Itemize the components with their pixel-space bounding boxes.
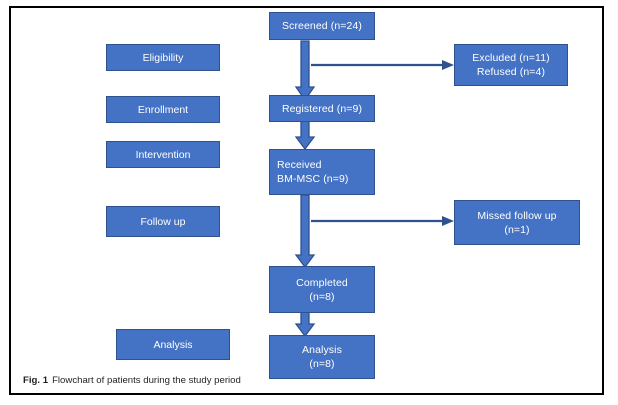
- node-missed-follow-up[interactable]: Missed follow up (n=1): [454, 200, 580, 245]
- stage-box-intervention[interactable]: Intervention: [106, 141, 220, 168]
- arrow-screened-to-excluded: [311, 60, 454, 70]
- node-label-completed: Completed (n=8): [296, 276, 348, 303]
- node-analysis[interactable]: Analysis (n=8): [269, 335, 375, 379]
- arrow-received-to-completed: [294, 194, 316, 269]
- node-excluded-refused[interactable]: Excluded (n=11) Refused (n=4): [454, 44, 568, 86]
- stage-label-eligibility: Eligibility: [142, 51, 184, 64]
- figure-frame: Eligibility Enrollment Intervention Foll…: [9, 6, 604, 395]
- flowchart-canvas: Eligibility Enrollment Intervention Foll…: [11, 8, 602, 393]
- stage-label-follow-up: Follow up: [140, 215, 186, 228]
- arrow-completed-to-analysis: [294, 311, 316, 338]
- stage-box-follow-up[interactable]: Follow up: [106, 206, 220, 237]
- stage-label-intervention: Intervention: [135, 148, 191, 161]
- figure-caption-number: Fig. 1: [23, 375, 49, 386]
- node-label-excluded-refused: Excluded (n=11) Refused (n=4): [472, 52, 550, 78]
- node-screened[interactable]: Screened (n=24): [269, 12, 375, 40]
- node-label-received-bm-msc: Received BM-MSC (n=9): [277, 159, 349, 185]
- stage-label-enrollment: Enrollment: [137, 103, 189, 116]
- arrow-screened-to-registered: [294, 40, 316, 102]
- stage-box-eligibility[interactable]: Eligibility: [106, 44, 220, 71]
- node-completed[interactable]: Completed (n=8): [269, 266, 375, 313]
- stage-box-enrollment[interactable]: Enrollment: [106, 96, 220, 123]
- figure-caption-text: Flowchart of patients during the study p…: [52, 375, 241, 386]
- node-label-registered: Registered (n=9): [281, 102, 363, 115]
- stage-box-analysis[interactable]: Analysis: [116, 329, 230, 360]
- stage-label-analysis: Analysis: [153, 338, 193, 351]
- node-label-screened: Screened (n=24): [281, 20, 362, 32]
- node-received-bm-msc[interactable]: Received BM-MSC (n=9): [269, 149, 375, 195]
- arrow-received-to-missed-follow-up: [311, 216, 454, 226]
- node-label-missed-follow-up: Missed follow up (n=1): [477, 209, 557, 236]
- node-registered[interactable]: Registered (n=9): [269, 95, 375, 122]
- node-label-analysis: Analysis (n=8): [302, 344, 342, 370]
- arrow-registered-to-received: [294, 120, 316, 151]
